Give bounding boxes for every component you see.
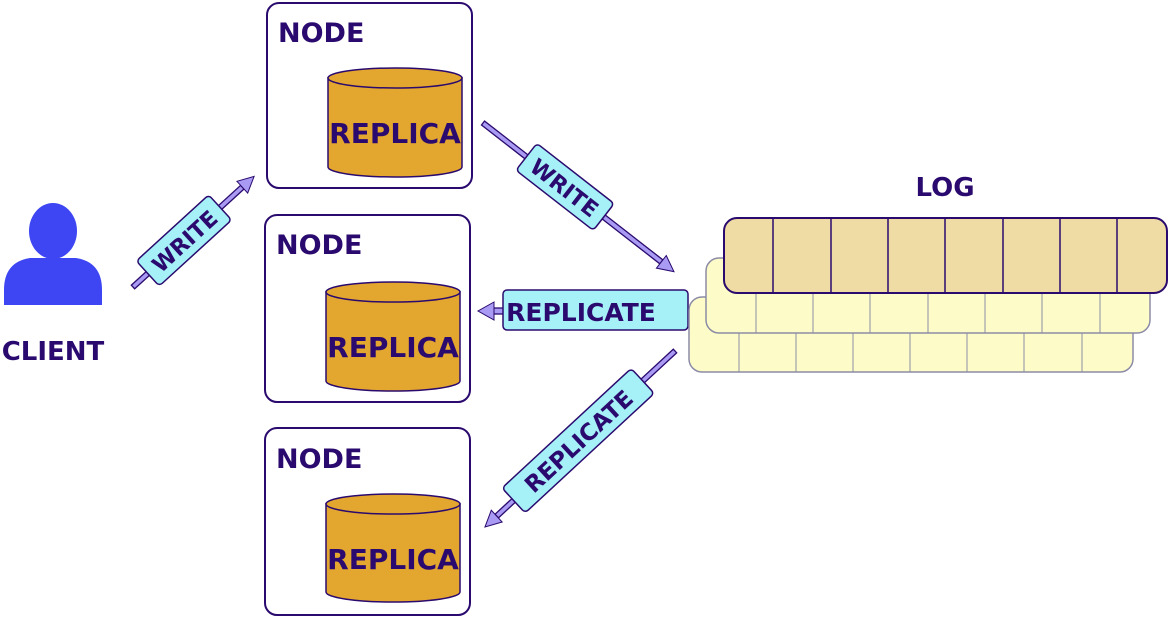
replicate-low-label: REPLICATE — [520, 386, 639, 499]
person-icon — [4, 203, 102, 305]
replica-cylinder — [327, 67, 463, 178]
client: CLIENT — [2, 203, 105, 367]
node-title: NODE — [278, 18, 364, 49]
replicate-tag — [502, 289, 689, 331]
log: LOG — [688, 173, 1168, 373]
log-layer-front — [723, 217, 1168, 294]
node-3: NODE REPLICA — [264, 427, 471, 616]
replicate-mid-label: REPLICATE — [506, 298, 656, 327]
replica-label: REPLICA — [327, 331, 459, 364]
log-label: LOG — [915, 173, 974, 203]
write-tag — [137, 195, 231, 286]
write-tag — [516, 144, 614, 230]
replicate-mid-arrow: REPLICATE — [476, 289, 689, 331]
replica-label: REPLICA — [327, 543, 459, 576]
node-2: NODE REPLICA — [264, 214, 471, 403]
client-label: CLIENT — [2, 337, 105, 367]
replica-label: REPLICA — [329, 117, 461, 150]
replica-cylinder — [325, 281, 461, 392]
client-write-arrow: WRITE — [130, 175, 255, 290]
node-write-arrow: WRITE — [480, 120, 675, 273]
node-title: NODE — [276, 230, 362, 261]
replica-cylinder — [325, 493, 461, 603]
node-1: NODE REPLICA — [266, 2, 473, 189]
replicate-low-arrow: REPLICATE — [484, 348, 678, 528]
node-title: NODE — [276, 444, 362, 475]
replicate-tag — [502, 369, 654, 513]
